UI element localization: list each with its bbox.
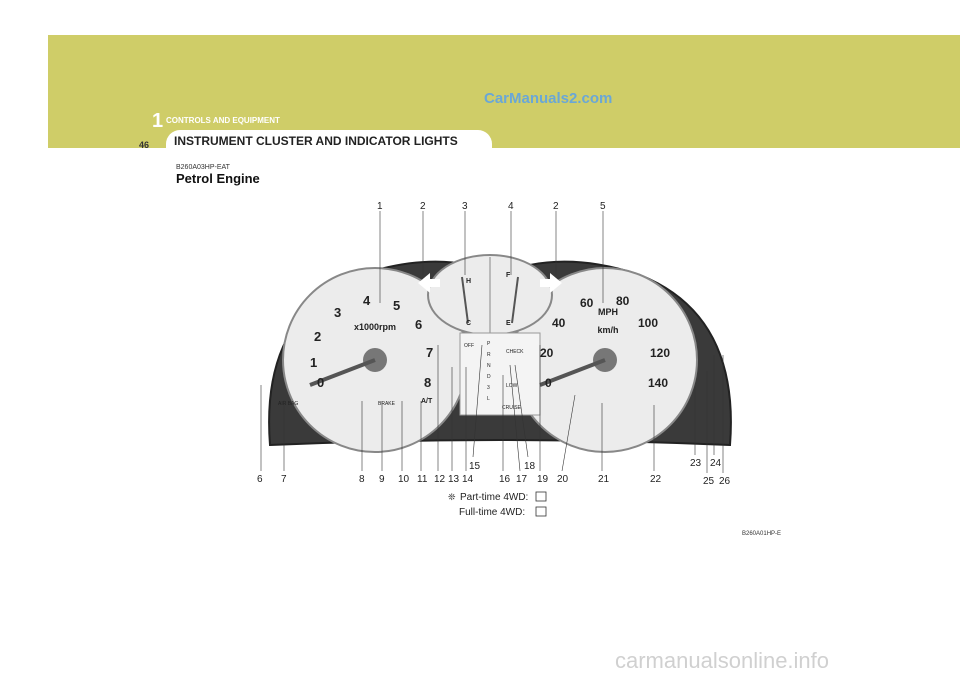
indicator-panel bbox=[459, 332, 541, 416]
callout-label: 2 bbox=[420, 201, 426, 212]
bottom-callout-leaders bbox=[260, 344, 724, 473]
callout-label: 18 bbox=[524, 461, 536, 472]
fuel-empty-label: E bbox=[506, 320, 511, 327]
bottom-watermark: carmanualsonline.info bbox=[615, 648, 830, 673]
section-subtitle: Petrol Engine bbox=[176, 171, 260, 186]
cruise-label: CRUISE bbox=[502, 405, 522, 411]
left-turn-arrow-icon bbox=[418, 273, 440, 293]
callout-label: 16 bbox=[499, 474, 511, 485]
callout-label: 19 bbox=[537, 474, 549, 485]
section-code: B260A03HP-EAT bbox=[176, 164, 230, 171]
speed-tick: 140 bbox=[648, 376, 668, 390]
callout-label: 26 bbox=[719, 476, 731, 487]
svg-text:N: N bbox=[487, 363, 491, 369]
full-time-4wd-icon bbox=[535, 506, 547, 517]
section-title: INSTRUMENT CLUSTER AND INDICATOR LIGHTS bbox=[174, 134, 458, 148]
tach-tick: 0 bbox=[317, 375, 324, 390]
speed-tick: 100 bbox=[638, 316, 658, 330]
callout-label: 22 bbox=[650, 474, 662, 485]
tach-needle bbox=[309, 358, 376, 387]
fuel-needle bbox=[511, 276, 519, 324]
callout-label: 20 bbox=[557, 474, 569, 485]
callout-label: 1 bbox=[377, 201, 383, 212]
callout-label: 6 bbox=[257, 474, 263, 485]
tach-tick: 3 bbox=[334, 305, 341, 320]
speed-tick: 0 bbox=[545, 376, 552, 390]
temp-hot-label: H bbox=[466, 278, 471, 285]
tach-tick: 8 bbox=[424, 375, 431, 390]
callout-label: 23 bbox=[690, 458, 702, 469]
transmission-warning-label: A/T bbox=[421, 398, 433, 405]
svg-text:P: P bbox=[487, 341, 491, 347]
speed-unit-mph: MPH bbox=[598, 307, 618, 317]
tach-tick: 7 bbox=[426, 345, 433, 360]
svg-text:R: R bbox=[487, 352, 491, 358]
callout-label: 12 bbox=[434, 474, 446, 485]
instrument-cluster-figure: x1000rpm 0 1 2 3 4 5 6 7 8 MPH km/h 0 20… bbox=[257, 201, 732, 518]
temp-cold-label: C bbox=[466, 320, 471, 327]
tach-tick: 2 bbox=[314, 329, 321, 344]
callout-label: 15 bbox=[469, 461, 481, 472]
callout-label: 3 bbox=[462, 201, 468, 212]
callout-label: 2 bbox=[553, 201, 559, 212]
callout-label: 24 bbox=[710, 458, 722, 469]
callout-label: 5 bbox=[600, 201, 606, 212]
tach-tick: 1 bbox=[310, 355, 317, 370]
svg-text:L: L bbox=[487, 396, 490, 402]
tach-unit-label: x1000rpm bbox=[354, 322, 396, 332]
fuel-full-label: F bbox=[506, 272, 511, 279]
brake-warning-label: BRAKE bbox=[378, 401, 396, 407]
chapter-title: CONTROLS AND EQUIPMENT bbox=[166, 116, 280, 125]
callout-label: 8 bbox=[359, 474, 365, 485]
off-label: OFF bbox=[464, 343, 474, 349]
page-number: 46 bbox=[139, 140, 150, 150]
full-time-4wd-note: Full-time 4WD: bbox=[459, 507, 525, 518]
top-callout-leaders bbox=[379, 211, 604, 303]
gear-indicator: P R N D 3 L bbox=[487, 341, 491, 402]
section-tab bbox=[166, 130, 492, 150]
callout-label: 10 bbox=[398, 474, 410, 485]
callout-label: 11 bbox=[417, 474, 428, 485]
right-turn-arrow-icon bbox=[540, 273, 562, 293]
bottom-callouts: 6 7 8 9 10 11 12 13 14 15 16 17 18 19 20… bbox=[257, 458, 731, 487]
top-callouts: 1 2 3 4 2 5 bbox=[377, 201, 606, 212]
speed-tick: 20 bbox=[540, 346, 554, 360]
top-watermark: CarManuals2.com bbox=[484, 90, 613, 107]
header-band bbox=[48, 35, 960, 148]
figure-code: B260A01HP-E bbox=[742, 531, 782, 537]
check-label: CHECK bbox=[506, 349, 524, 355]
callout-label: 21 bbox=[598, 474, 610, 485]
callout-label: 9 bbox=[379, 474, 385, 485]
callout-label: 17 bbox=[516, 474, 528, 485]
svg-text:3: 3 bbox=[487, 385, 490, 391]
footnote-symbol: ❊ bbox=[448, 492, 456, 502]
temp-needle bbox=[461, 276, 469, 324]
speed-needle bbox=[539, 358, 606, 387]
callout-label: 25 bbox=[703, 476, 715, 487]
callout-label: 14 bbox=[462, 474, 474, 485]
tach-tick: 4 bbox=[363, 293, 371, 308]
tach-tick: 5 bbox=[393, 298, 400, 313]
speed-tick: 80 bbox=[616, 294, 630, 308]
part-time-4wd-note: Part-time 4WD: bbox=[460, 492, 528, 503]
callout-label: 4 bbox=[508, 201, 514, 212]
speed-tick: 120 bbox=[650, 346, 670, 360]
tach-tick: 6 bbox=[415, 317, 422, 332]
speed-unit-kmh: km/h bbox=[597, 325, 618, 335]
chapter-number: 1 bbox=[152, 110, 164, 132]
part-time-4wd-icon bbox=[535, 491, 547, 502]
callout-label: 13 bbox=[448, 474, 460, 485]
svg-text:D: D bbox=[487, 374, 491, 380]
callout-label: 7 bbox=[281, 474, 287, 485]
airbag-warning-label: AIR BAG bbox=[278, 401, 298, 407]
speed-tick: 40 bbox=[552, 316, 566, 330]
speed-tick: 60 bbox=[580, 296, 594, 310]
